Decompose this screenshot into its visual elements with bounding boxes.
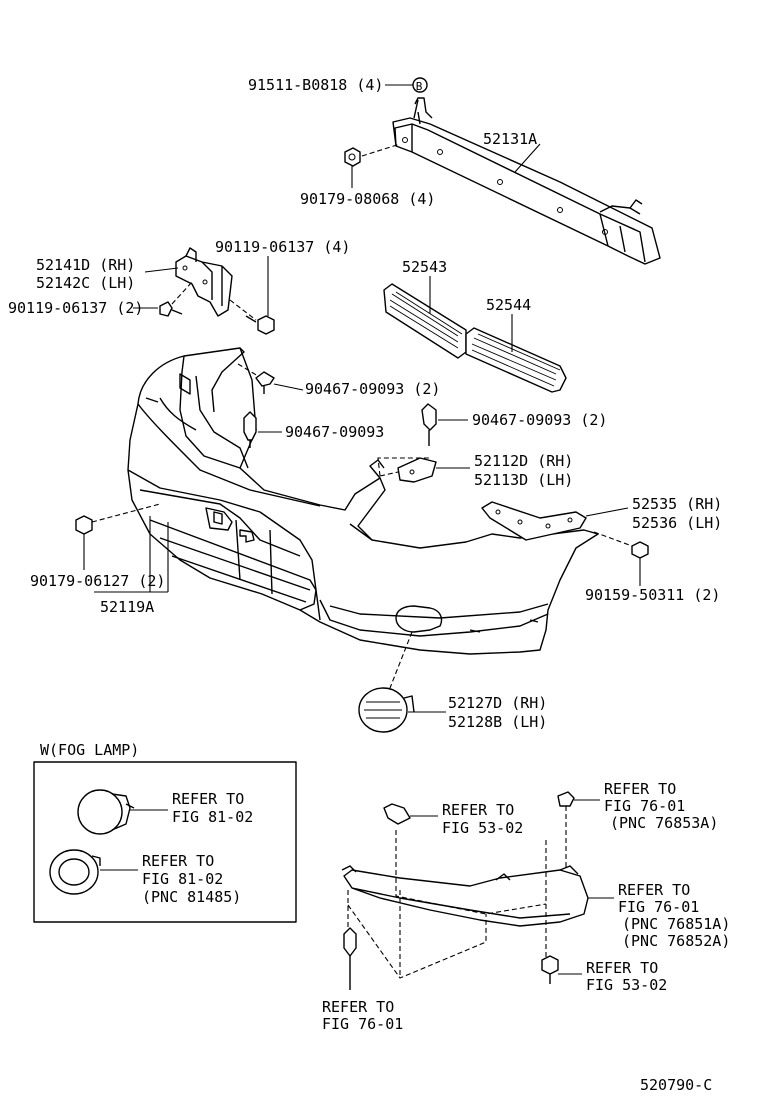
lower-refE-line2: FIG 76-01 [322, 1015, 403, 1033]
label-90119-06137-2: 90119-06137 (2) [8, 299, 143, 317]
clip-lower-e-drawing [343, 927, 357, 990]
label-52131a: 52131A [483, 130, 537, 148]
clip-90467-c-drawing [421, 403, 437, 446]
lower-refA-line2: FIG 53-02 [442, 819, 523, 837]
fog-ref2-line2: FIG 81-02 [142, 870, 223, 888]
dashed-90159 [593, 531, 633, 547]
lower-clip-left [341, 865, 357, 873]
label-52543: 52543 [402, 258, 447, 276]
label-52128b: 52128B (LH) [448, 713, 547, 731]
dashed-90119-a [229, 299, 257, 321]
label-52112d: 52112D (RH) [474, 452, 573, 470]
leader-52535 [585, 507, 629, 517]
ref-b-marker: B [416, 80, 423, 93]
lower-refE-line1: REFER TO [322, 998, 394, 1016]
fog-box-title: W(FOG LAMP) [40, 741, 139, 759]
dashed-lower-links-b [395, 806, 567, 915]
clip-lower-a-drawing [383, 803, 411, 825]
fog-ref2-line1: REFER TO [142, 852, 214, 870]
fog-ref1-line1: REFER TO [172, 790, 244, 808]
bumper-reinforcement-drawing [392, 97, 661, 265]
dashed-90179-06127 [91, 503, 161, 523]
lower-refC-line3: (PNC 76851A) [622, 915, 730, 933]
label-90467-09093: 90467-09093 [285, 423, 384, 441]
dashed-90467-a [237, 363, 259, 377]
label-90179-08068: 90179-08068 (4) [300, 190, 435, 208]
label-90467-09093-2a: 90467-09093 (2) [305, 380, 440, 398]
fog-cover-ring-drawing [49, 849, 101, 895]
nut-90179-06127-drawing [75, 515, 93, 535]
label-90467-09093-2c: 90467-09093 (2) [472, 411, 607, 429]
lower-refA-line1: REFER TO [442, 801, 514, 819]
label-52535: 52535 (RH) [632, 495, 722, 513]
bracket-52112d-drawing [397, 457, 437, 483]
label-52119a: 52119A [100, 598, 154, 616]
fog-lamp-drawing [77, 789, 135, 835]
clip-90467-a-drawing [255, 371, 275, 394]
lower-refC-line2: FIG 76-01 [618, 898, 699, 916]
fog-ref1-line2: FIG 81-02 [172, 808, 253, 826]
dashed-90119-b [171, 281, 193, 305]
label-90159-50311: 90159-50311 (2) [585, 586, 720, 604]
lower-refB-line2: FIG 76-01 [604, 797, 685, 815]
nut-90179-08068-drawing [344, 147, 361, 167]
label-90119-06137-4: 90119-06137 (4) [215, 238, 350, 256]
leader-52131a [514, 143, 541, 173]
screw-90159-drawing [631, 541, 649, 559]
leader-52141d [144, 267, 179, 273]
leader-90467-a [273, 383, 304, 391]
side-bracket-52141d-drawing [175, 247, 233, 317]
fog-ref2-line3: (PNC 81485) [142, 888, 241, 906]
lower-refC-line4: (PNC 76852A) [622, 932, 730, 950]
lower-spoiler-drawing [343, 865, 589, 927]
screw-lower-d-drawing [541, 955, 559, 984]
label-90179-06127: 90179-06127 (2) [30, 572, 165, 590]
clip-90467-b-drawing [243, 411, 257, 448]
label-52536: 52536 (LH) [632, 514, 722, 532]
dashed-52127d [389, 631, 413, 689]
grille-52543-drawing [383, 283, 467, 359]
dashed-52112d-b [377, 457, 430, 477]
figure-id: 520790-C [640, 1076, 712, 1094]
fog-lamp-box [33, 761, 297, 923]
screw-90119-b-drawing [159, 301, 183, 317]
lower-refD-line1: REFER TO [586, 959, 658, 977]
grille-52544-drawing [465, 327, 567, 393]
lower-refD-line2: FIG 53-02 [586, 976, 667, 994]
label-91511-b0818: 91511-B0818 (4) [248, 76, 383, 94]
lower-refB-line1: REFER TO [604, 780, 676, 798]
label-52142c: 52142C (LH) [36, 274, 135, 292]
dashed-52112d [379, 471, 399, 477]
label-52141d: 52141D (RH) [36, 256, 135, 274]
screw-90119-a-drawing [245, 315, 275, 335]
dashed-90179-08068 [361, 143, 401, 157]
lower-refC-line1: REFER TO [618, 881, 690, 899]
clip-lower-b-drawing [557, 791, 575, 807]
label-52113d: 52113D (LH) [474, 471, 573, 489]
label-52127d: 52127D (RH) [448, 694, 547, 712]
dashed-lower-links [347, 840, 547, 979]
fog-cover-52127d-drawing [358, 687, 415, 733]
retainer-52535-drawing [481, 501, 587, 541]
lower-refB-line3: (PNC 76853A) [610, 814, 718, 832]
label-52544: 52544 [486, 296, 531, 314]
